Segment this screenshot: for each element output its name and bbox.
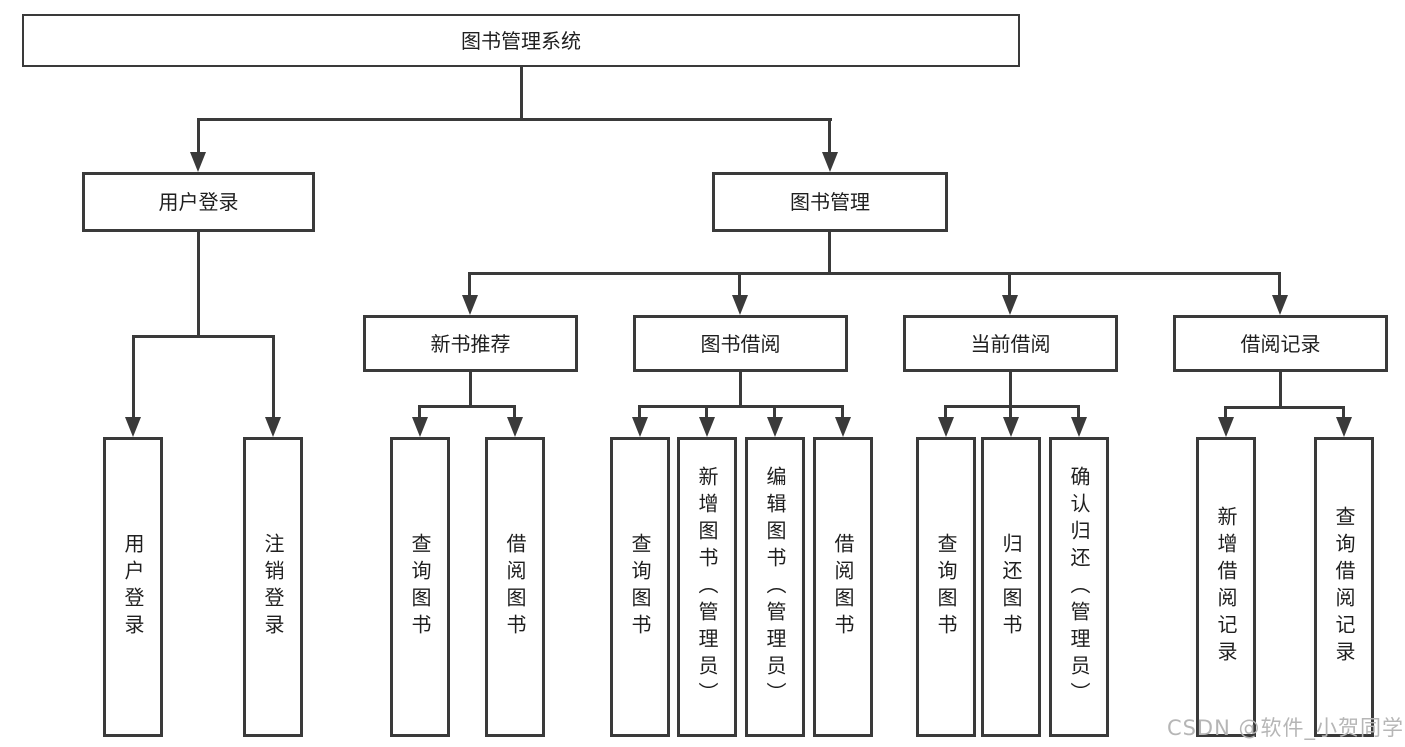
arrow-down-icon [732,295,748,315]
edge-records-drop [1279,372,1282,409]
arrow-down-icon [822,152,838,172]
edge-current-branch-3 [1077,405,1080,418]
arrow-down-icon [1336,417,1352,437]
edge-borrow-branch-2 [705,405,708,418]
node-book-borrowing: 图书借阅 [633,315,848,372]
node-user-login: 用户登录 [82,172,315,232]
arrow-down-icon [1003,417,1019,437]
node-new-book-recommendation: 新书推荐 [363,315,578,372]
node-borrowing-records: 借阅记录 [1173,315,1388,372]
leaf-borrow-books-borrow: 借阅图书 [813,437,873,737]
edge-current-drop [1009,372,1012,408]
arrow-down-icon [125,417,141,437]
leaf-logout: 注销登录 [243,437,303,737]
edge-current-branch-1 [944,405,947,418]
edge-borrow-drop [739,372,742,408]
leaf-query-books-current: 查询图书 [916,437,976,737]
leaf-add-borrow-record: 新增借阅记录 [1196,437,1256,737]
leaf-return-book: 归还图书 [981,437,1041,737]
edge-bookmgmt-branch-3 [1008,272,1011,296]
watermark: CSDN @软件_小贺同学 [1166,716,1404,740]
leaf-user-login: 用户登录 [103,437,163,737]
edge-bookmgmt-branch-2 [738,272,741,296]
leaf-confirm-return-admin: 确认归还（管理员） [1049,437,1109,737]
arrow-down-icon [632,417,648,437]
edge-root-rail [197,118,832,121]
edge-userlogin-rail [132,335,275,338]
edge-bookmgmt-drop [828,232,831,275]
node-current-borrowing: 当前借阅 [903,315,1118,372]
arrow-down-icon [1272,295,1288,315]
arrow-down-icon [507,417,523,437]
leaf-query-books-borrow: 查询图书 [610,437,670,737]
leaf-add-book-admin: 新增图书（管理员） [677,437,737,737]
edge-records-branch-1 [1224,406,1227,418]
leaf-borrow-books-recommend: 借阅图书 [485,437,545,737]
node-root: 图书管理系统 [22,14,1020,67]
leaf-edit-book-admin: 编辑图书（管理员） [745,437,805,737]
arrow-down-icon [767,417,783,437]
edge-root-branch-1 [197,118,200,153]
edge-borrow-branch-3 [773,405,776,418]
edge-root-branch-2 [828,118,831,153]
edge-newbook-branch-2 [513,405,516,418]
edge-bookmgmt-rail [468,272,1281,275]
edge-borrow-branch-4 [841,405,844,418]
edge-newbook-drop [469,372,472,408]
edge-records-branch-2 [1342,406,1345,418]
node-book-management: 图书管理 [712,172,948,232]
arrow-down-icon [1071,417,1087,437]
edge-borrow-branch-1 [638,405,641,418]
edge-current-branch-2 [1009,405,1012,418]
arrow-down-icon [190,152,206,172]
arrow-down-icon [265,417,281,437]
arrow-down-icon [1218,417,1234,437]
edge-current-rail [944,405,1080,408]
edge-userlogin-branch-2 [272,335,275,418]
arrow-down-icon [1002,295,1018,315]
edge-newbook-rail [418,405,516,408]
edge-records-rail [1224,406,1345,409]
edge-userlogin-branch-1 [132,335,135,418]
edge-bookmgmt-branch-4 [1278,272,1281,296]
edge-bookmgmt-branch-1 [468,272,471,296]
arrow-down-icon [462,295,478,315]
arrow-down-icon [835,417,851,437]
arrow-down-icon [938,417,954,437]
arrow-down-icon [699,417,715,437]
edge-root-drop [520,67,523,121]
edge-borrow-rail [638,405,844,408]
arrow-down-icon [412,417,428,437]
leaf-query-borrow-record: 查询借阅记录 [1314,437,1374,737]
leaf-query-books-recommend: 查询图书 [390,437,450,737]
edge-userlogin-drop [197,232,200,338]
edge-newbook-branch-1 [418,405,421,418]
